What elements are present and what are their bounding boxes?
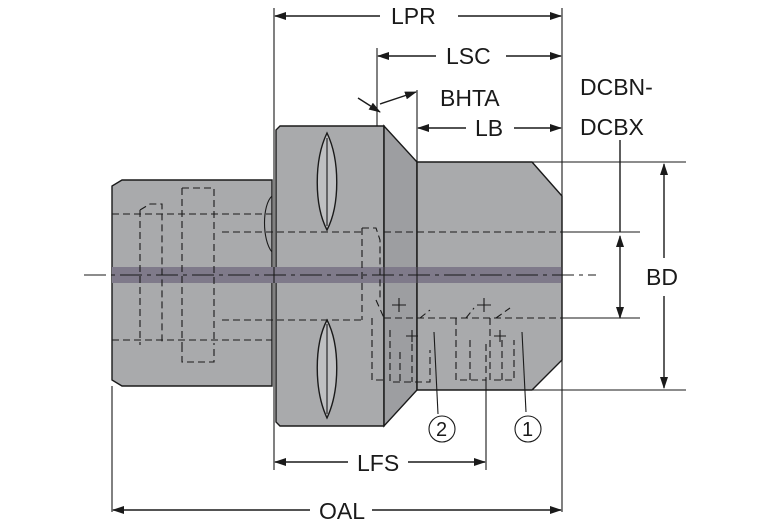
callout-2-circle bbox=[428, 415, 456, 443]
label-lpr: LPR bbox=[391, 3, 436, 29]
callout-1-leader bbox=[521, 331, 527, 413]
label-bhta: BHTA bbox=[440, 85, 500, 111]
callout-2-number: 2 bbox=[436, 419, 447, 441]
callout-1-number: 1 bbox=[522, 419, 533, 441]
shank-recess bbox=[264, 195, 273, 253]
screw-center-marks bbox=[392, 298, 506, 342]
label-dcbn: DCBN- bbox=[580, 74, 653, 100]
label-dcbx: DCBX bbox=[580, 114, 644, 140]
callout-1-circle bbox=[514, 415, 542, 443]
drive-slot-bottom bbox=[316, 318, 338, 420]
label-lfs: LFS bbox=[357, 450, 399, 476]
hidden-features bbox=[112, 187, 562, 383]
label-lb: LB bbox=[475, 115, 503, 141]
label-lsc: LSC bbox=[446, 43, 491, 69]
callout-2-leader bbox=[433, 331, 439, 415]
extension-lines bbox=[111, 8, 686, 512]
label-bd: BD bbox=[646, 264, 678, 290]
drive-slot-top bbox=[316, 131, 338, 232]
dimension-lines bbox=[112, 12, 668, 514]
label-oal: OAL bbox=[319, 498, 365, 523]
